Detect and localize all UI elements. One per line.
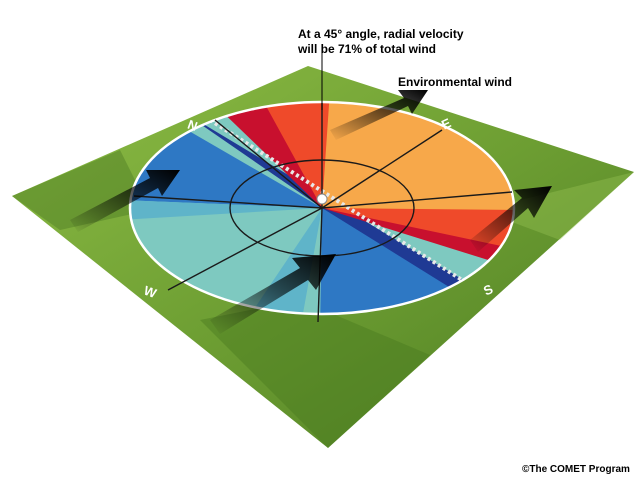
ground-patch xyxy=(200,300,430,448)
wind-arrow xyxy=(330,90,428,140)
angle-note-line2: will be 71% of total wind xyxy=(297,42,436,56)
angle-note-line1: At a 45° angle, radial velocity xyxy=(298,27,464,41)
radials xyxy=(133,103,513,323)
radar-site-icon xyxy=(316,193,328,205)
wind-arrow xyxy=(470,186,552,252)
wind-arrow xyxy=(70,170,180,232)
compass-west-label: W xyxy=(142,283,159,302)
ground-patch xyxy=(480,172,634,240)
wind-label: Environmental wind xyxy=(398,75,512,89)
credit-label: ©The COMET Program xyxy=(522,464,630,475)
wind-arrow xyxy=(210,254,336,334)
wind-arrows xyxy=(70,90,552,334)
